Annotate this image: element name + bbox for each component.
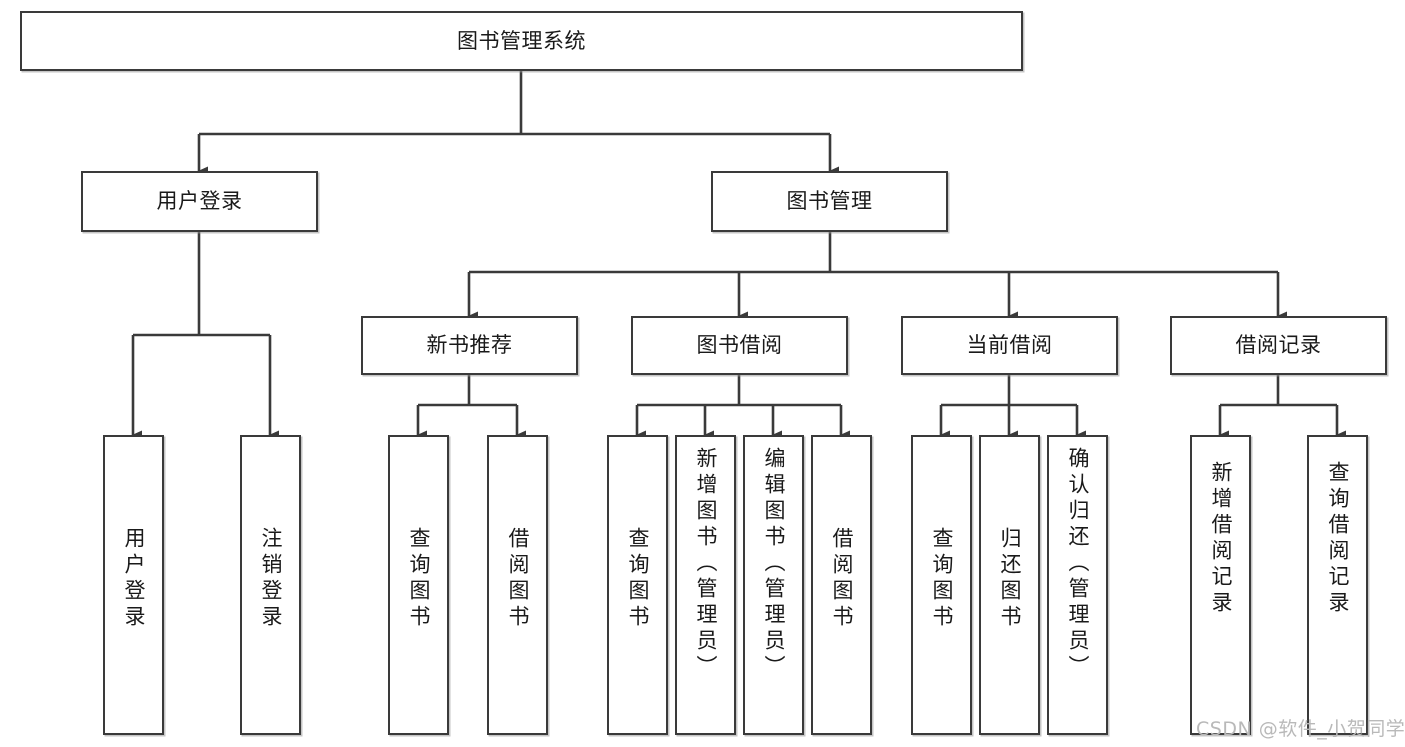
node-label: 编辑图书（管理员） xyxy=(762,447,786,681)
node-book-management[interactable]: 图书管理 xyxy=(711,171,948,232)
leaf-borrow-book-recommend[interactable]: 借阅图书 xyxy=(487,435,548,735)
csdn-watermark: CSDN @软件_小贺同学 xyxy=(1196,718,1405,740)
leaf-add-borrow-record[interactable]: 新增借阅记录 xyxy=(1190,435,1251,735)
leaf-borrow-book[interactable]: 借阅图书 xyxy=(811,435,872,735)
node-label: 新增图书（管理员） xyxy=(694,447,718,681)
leaf-query-book-borrow[interactable]: 查询图书 xyxy=(607,435,668,735)
node-label: 注销登录 xyxy=(259,527,283,631)
node-label: 确认归还（管理员） xyxy=(1066,447,1090,681)
node-user-login[interactable]: 用户登录 xyxy=(81,171,318,232)
node-label: 查询借阅记录 xyxy=(1326,461,1350,617)
leaf-user-login[interactable]: 用户登录 xyxy=(103,435,164,735)
leaf-query-book-recommend[interactable]: 查询图书 xyxy=(388,435,449,735)
node-label: 当前借阅 xyxy=(966,333,1053,358)
leaf-add-book-admin[interactable]: 新增图书（管理员） xyxy=(675,435,736,735)
leaf-edit-book-admin[interactable]: 编辑图书（管理员） xyxy=(743,435,804,735)
node-label: 用户登录 xyxy=(156,189,243,214)
node-label: 图书管理系统 xyxy=(457,28,586,53)
node-current-borrow[interactable]: 当前借阅 xyxy=(901,316,1118,375)
node-new-book-recommend[interactable]: 新书推荐 xyxy=(361,316,578,375)
node-label: 查询图书 xyxy=(407,527,431,631)
node-label: 查询图书 xyxy=(930,527,954,631)
node-label: 查询图书 xyxy=(626,527,650,631)
node-label: 归还图书 xyxy=(998,527,1022,631)
node-root-system[interactable]: 图书管理系统 xyxy=(20,11,1023,71)
node-label: 图书借阅 xyxy=(696,333,783,358)
leaf-confirm-return-admin[interactable]: 确认归还（管理员） xyxy=(1047,435,1108,735)
node-label: 新增借阅记录 xyxy=(1209,461,1233,617)
node-borrow-record[interactable]: 借阅记录 xyxy=(1170,316,1387,375)
leaf-logout[interactable]: 注销登录 xyxy=(240,435,301,735)
leaf-return-book[interactable]: 归还图书 xyxy=(979,435,1040,735)
node-label: 借阅图书 xyxy=(506,527,530,631)
node-label: 图书管理 xyxy=(786,189,873,214)
leaf-query-book-current[interactable]: 查询图书 xyxy=(911,435,972,735)
node-book-borrow[interactable]: 图书借阅 xyxy=(631,316,848,375)
node-label: 借阅图书 xyxy=(830,527,854,631)
leaf-query-borrow-record[interactable]: 查询借阅记录 xyxy=(1307,435,1368,735)
node-label: 用户登录 xyxy=(122,527,146,631)
node-label: 新书推荐 xyxy=(426,333,513,358)
node-label: 借阅记录 xyxy=(1235,333,1322,358)
